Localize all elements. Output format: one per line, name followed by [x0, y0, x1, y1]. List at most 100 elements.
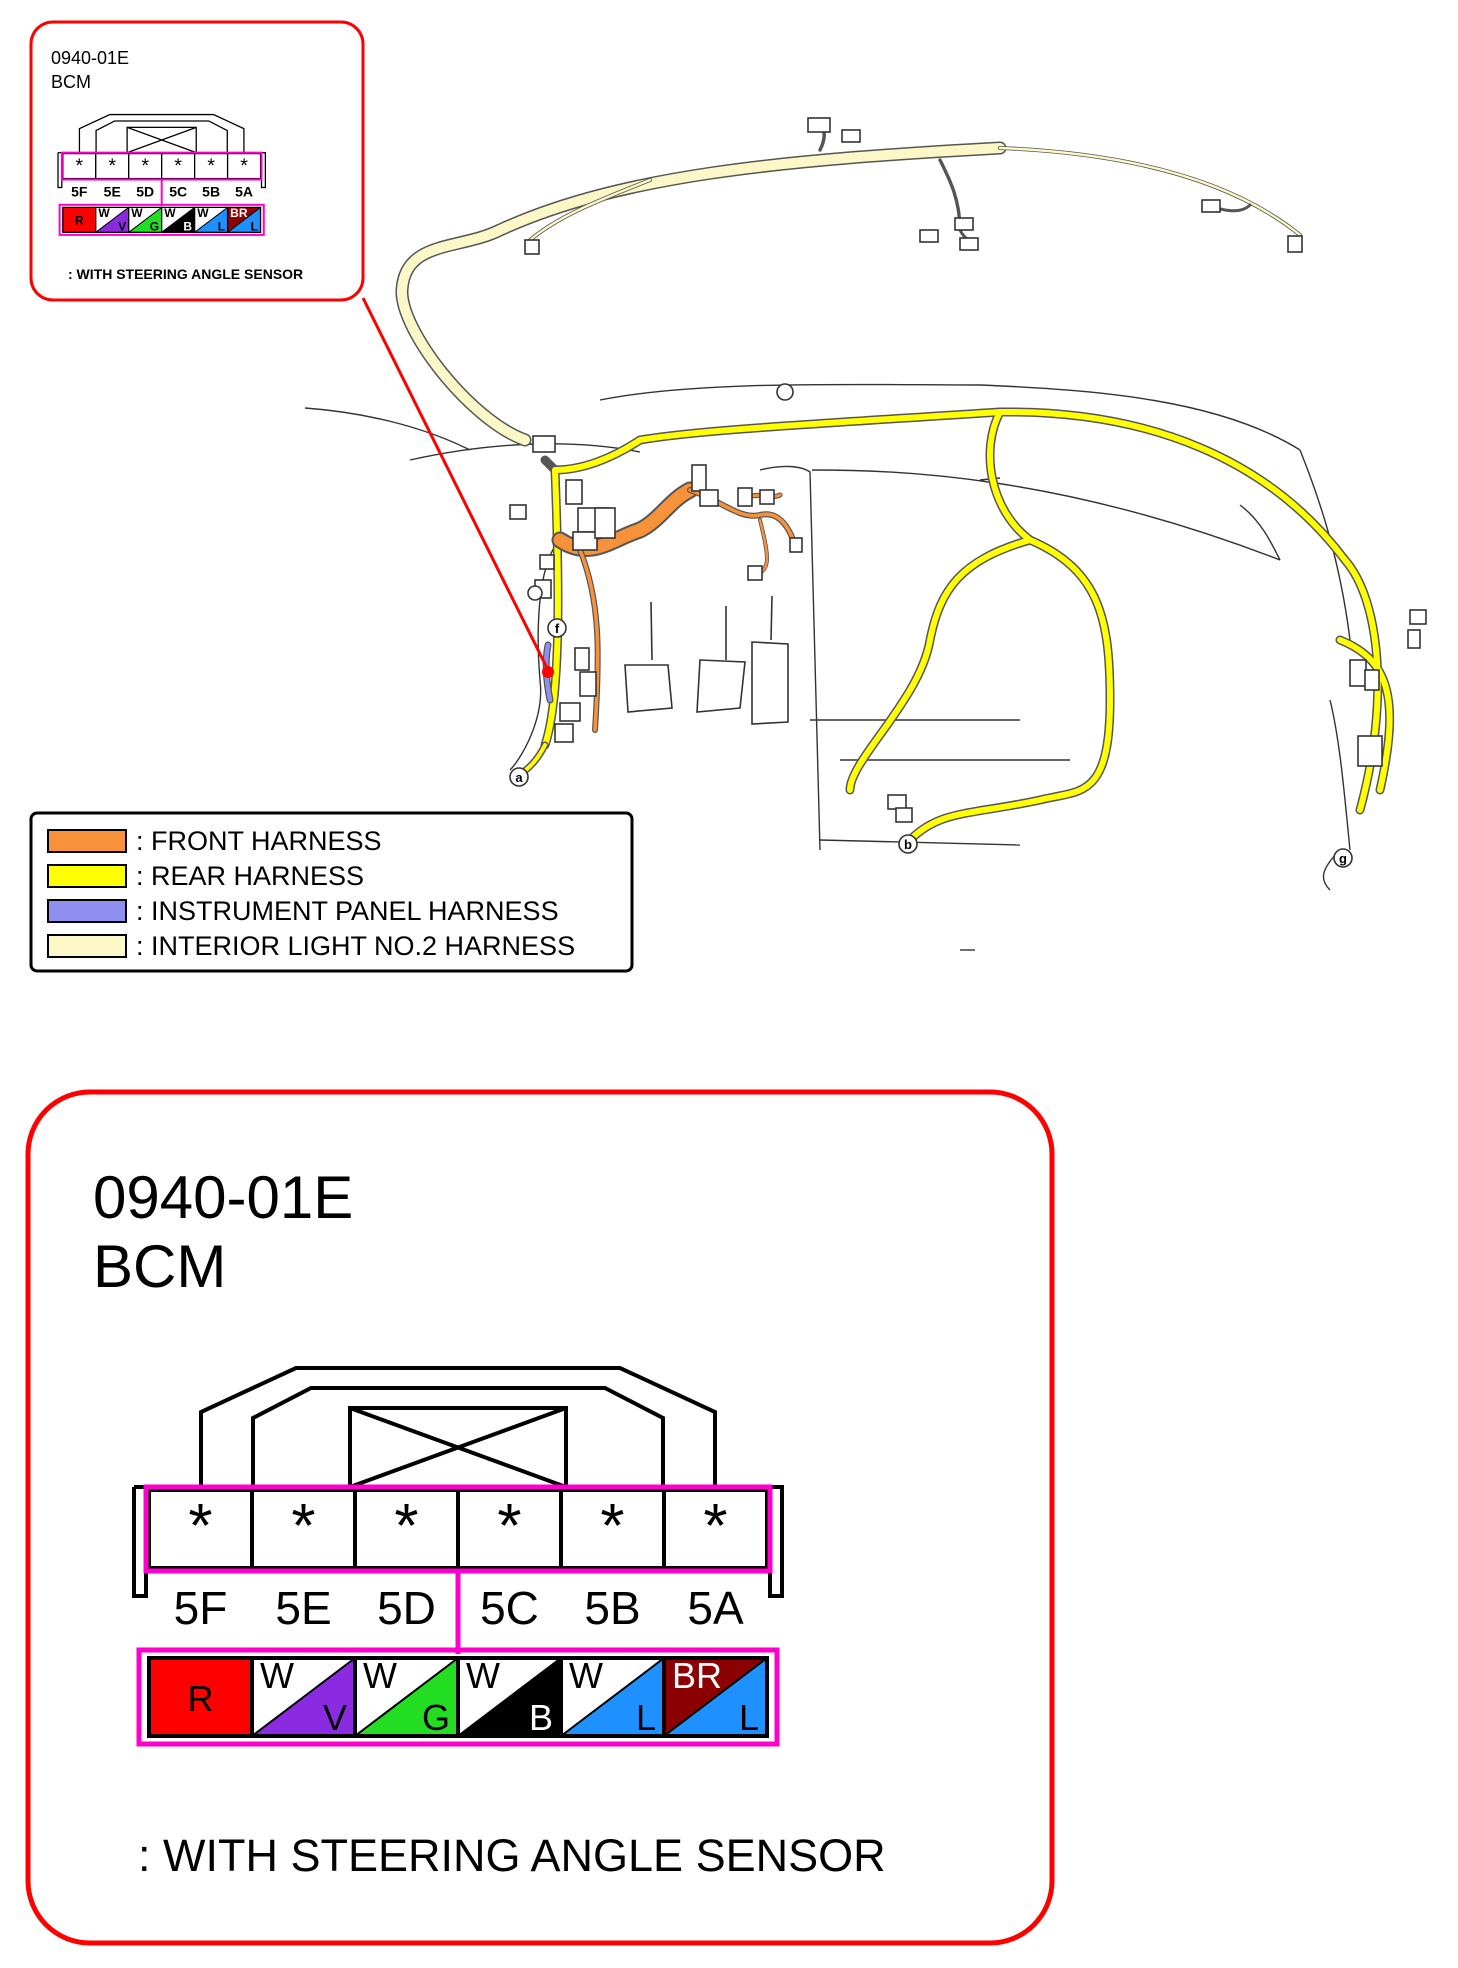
legend-label: : FRONT HARNESS	[136, 826, 382, 856]
wire-color-top-label: W	[164, 206, 176, 220]
terminal-mark: *	[174, 155, 182, 177]
connector-hood-outer	[78, 113, 245, 153]
wire-color-1: R	[62, 206, 97, 233]
wire-color-top-label: W	[363, 1655, 397, 1696]
legend-item: : FRONT HARNESS	[47, 826, 382, 856]
terminal-label: 5A	[687, 1582, 744, 1634]
connector-note: : WITH STEERING ANGLE SENSOR	[138, 1830, 886, 1881]
terminal-5F: *5F	[147, 1488, 254, 1634]
ground-point-a: a	[509, 767, 529, 787]
ground-point-g: g	[1333, 848, 1353, 868]
terminal-label: 5D	[377, 1582, 436, 1634]
legend-swatch	[47, 899, 127, 923]
wire-color-5: WL	[193, 206, 229, 233]
connector-name: BCM	[93, 1233, 226, 1300]
wire-color-bottom-label: B	[183, 219, 192, 233]
wire-color-top-label: W	[466, 1655, 500, 1696]
wire-color-4: WB	[456, 1655, 563, 1738]
terminal-mark: *	[141, 155, 149, 177]
terminal-5D: * 5D	[353, 1488, 460, 1634]
ground-point-f: f	[547, 618, 567, 638]
terminal-mark: *	[600, 1492, 624, 1561]
wire-color-3: WG	[128, 206, 163, 233]
legend-swatch	[47, 864, 127, 888]
terminal-mark: *	[108, 155, 116, 177]
ground-point-b: b	[898, 834, 918, 854]
wire-highlight	[136, 1647, 780, 1747]
legend-swatch	[47, 829, 127, 853]
terminal-label: 5B	[202, 183, 220, 199]
terminal-mark: *	[291, 1492, 315, 1561]
wire-color-bottom-label: L	[739, 1697, 759, 1738]
wire-color-bottom-label: L	[218, 219, 225, 233]
terminal-mark: *	[207, 155, 215, 177]
terminal-label: 5B	[584, 1582, 640, 1634]
callout-leader-line	[361, 297, 550, 671]
terminal-5B: * 5B	[193, 152, 229, 199]
wire-color-bottom-label: L	[251, 219, 258, 233]
terminal-mark: *	[394, 1492, 418, 1561]
wire-color-label: R	[188, 1678, 214, 1719]
wire-color-top-label: W	[569, 1655, 603, 1696]
rear-harness	[516, 407, 1395, 845]
connector-hood-inner	[251, 1386, 665, 1487]
wire-color-5: WL	[559, 1655, 666, 1738]
wire-color-4: WB	[161, 206, 196, 233]
terminal-5C: *5C	[456, 1488, 563, 1634]
terminal-label: 5F	[174, 1582, 228, 1634]
wire-color-top-label: W	[260, 1655, 294, 1696]
wire-color-top-label: BR	[672, 1655, 722, 1696]
legend-label: : REAR HARNESS	[136, 861, 364, 891]
wire-color-bottom-label: G	[150, 219, 159, 233]
terminal-label: 5F	[71, 183, 88, 199]
svg-text:a: a	[515, 770, 523, 785]
large-connector-callout: 0940-01E BCM *5F*5E*5D*5C*5B*5ARWVWGWBWL…	[25, 1089, 1055, 1946]
terminal-label: 5E	[104, 183, 121, 199]
legend-item: : INTERIOR LIGHT NO.2 HARNESS	[47, 931, 575, 961]
wire-color-top-label: W	[131, 206, 143, 220]
wire-color-1: R	[147, 1656, 254, 1738]
wire-color-label: R	[75, 213, 84, 227]
wire-color-bottom-label: B	[529, 1697, 553, 1738]
terminal-mark: *	[497, 1492, 521, 1561]
terminal-label: 5A	[235, 183, 253, 199]
terminal-5E: * 5E	[95, 152, 130, 199]
small-connector-note: : WITH STEERING ANGLE SENSOR	[68, 266, 303, 282]
terminal-label: 5E	[275, 1582, 331, 1634]
connector-hood-inner	[95, 120, 228, 153]
terminal-label: 5D	[136, 183, 154, 199]
legend-item: : INSTRUMENT PANEL HARNESS	[47, 896, 559, 926]
terminal-mark: *	[240, 155, 248, 177]
legend-label: : INTERIOR LIGHT NO.2 HARNESS	[136, 931, 575, 961]
connector-hood-outer	[199, 1366, 717, 1487]
small-connector-callout: 0940-01E BCM *5F*5E*5D*5C*5B*5ARWVWGWBWL…	[29, 20, 365, 302]
legend-label: : INSTRUMENT PANEL HARNESS	[136, 896, 559, 926]
svg-text:f: f	[555, 621, 560, 636]
wire-color-bottom-label: G	[422, 1697, 450, 1738]
small-connector-name: BCM	[51, 72, 91, 92]
svg-text:b: b	[904, 837, 912, 852]
ground-points: a b f g	[509, 618, 1353, 868]
connector-location-marker	[542, 666, 554, 678]
legend-swatch	[47, 934, 127, 958]
terminal-5A: * 5A	[662, 1488, 769, 1634]
wire-color-2: WV	[250, 1655, 357, 1738]
wire-highlight	[58, 203, 265, 236]
terminal-mark: *	[75, 155, 83, 177]
wire-color-3: WG	[353, 1655, 460, 1738]
wire-color-bottom-label: L	[636, 1697, 656, 1738]
connector-code: 0940-01E	[93, 1164, 353, 1231]
wire-color-top-label: BR	[230, 206, 248, 220]
pedals	[624, 595, 789, 725]
wire-color-6: BR L	[662, 1655, 769, 1738]
interior-light-harness	[395, 122, 1302, 447]
terminal-5A: * 5A	[226, 152, 262, 199]
wire-color-bottom-label: V	[323, 1697, 347, 1738]
terminal-mark: *	[703, 1492, 727, 1561]
legend-item: : REAR HARNESS	[47, 861, 364, 891]
wire-color-top-label: W	[98, 206, 110, 220]
wire-color-2: WV	[95, 206, 130, 233]
